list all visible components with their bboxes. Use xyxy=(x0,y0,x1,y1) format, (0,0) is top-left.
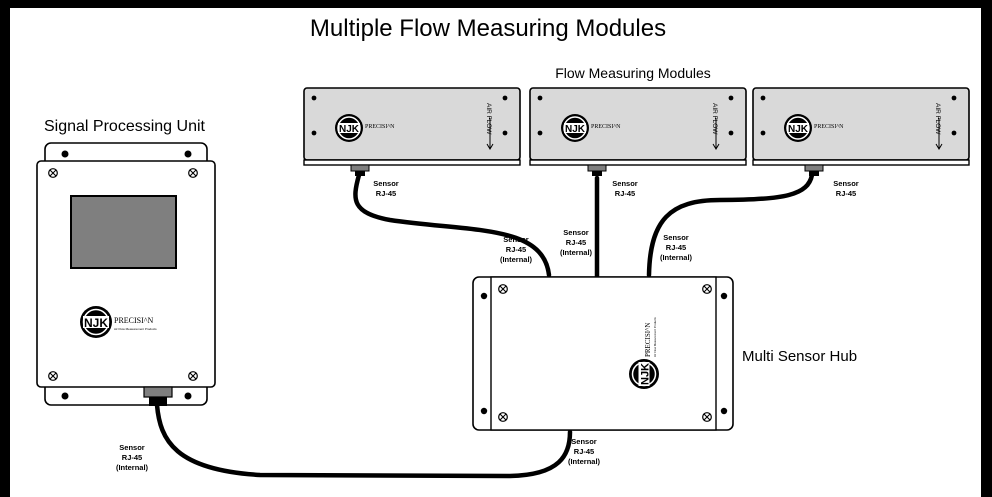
svg-text:RJ-45: RJ-45 xyxy=(574,447,594,456)
label-module-2: Sensor RJ-45 xyxy=(612,179,638,198)
label-hub-in-left: Sensor RJ-45 (Internal) xyxy=(500,235,533,264)
hub-brand-word: PRECISI^N xyxy=(644,323,652,357)
svg-text:RJ-45: RJ-45 xyxy=(836,189,856,198)
module-3-brand: PRECISI^N xyxy=(814,124,844,130)
multi-sensor-hub: NJK PRECISI^N Air Flow Measurement Produ… xyxy=(472,276,734,431)
svg-text:(Internal): (Internal) xyxy=(660,253,693,262)
svg-text:Sensor: Sensor xyxy=(612,179,638,188)
svg-text:NJK: NJK xyxy=(84,316,108,330)
module-3-logo: NJK xyxy=(784,114,812,142)
svg-text:Sensor: Sensor xyxy=(373,179,399,188)
svg-text:Sensor: Sensor xyxy=(503,235,529,244)
hub-label: Multi Sensor Hub xyxy=(742,348,857,365)
label-module-1: Sensor RJ-45 xyxy=(373,179,399,198)
svg-text:Sensor: Sensor xyxy=(563,228,589,237)
module-1-brand: PRECISI^N xyxy=(365,124,395,130)
svg-text:Sensor: Sensor xyxy=(571,437,597,446)
signal-unit-label: Signal Processing Unit xyxy=(44,118,206,135)
flow-module-3: NJK PRECISI^N AIR FLOW xyxy=(752,87,970,176)
display-screen xyxy=(70,195,177,269)
cable-module1-hub xyxy=(353,172,552,278)
spu-brand-word: PRECISI^N xyxy=(114,316,154,325)
flow-module-2: NJK PRECISI^N AIR FLOW xyxy=(529,87,747,176)
spu-brand-tagline: Air Flow Measurement Products xyxy=(114,327,157,331)
svg-text:Sensor: Sensor xyxy=(663,233,689,242)
hub-logo: NJK xyxy=(629,359,659,389)
module-2-logo: NJK xyxy=(561,114,589,142)
svg-text:RJ-45: RJ-45 xyxy=(615,189,635,198)
spu-logo: NJK xyxy=(80,306,112,338)
cable-module3-hub xyxy=(646,172,815,278)
label-hub-out: Sensor RJ-45 (Internal) xyxy=(568,437,601,466)
module-2-airflow: AIR FLOW xyxy=(711,103,718,135)
svg-text:NJK: NJK xyxy=(788,124,809,135)
svg-text:(Internal): (Internal) xyxy=(500,255,533,264)
signal-processing-unit: NJK PRECISI^N Air Flow Measurement Produ… xyxy=(36,142,216,406)
svg-text:Sensor: Sensor xyxy=(119,443,145,452)
module-1-airflow: AIR FLOW xyxy=(485,103,492,135)
svg-text:(Internal): (Internal) xyxy=(116,463,149,472)
svg-text:RJ-45: RJ-45 xyxy=(122,453,142,462)
svg-text:NJK: NJK xyxy=(565,124,586,135)
hub-brand-tagline: Air Flow Measurement Products xyxy=(653,317,657,357)
diagram-title: Multiple Flow Measuring Modules xyxy=(310,15,666,42)
label-spu-out: Sensor RJ-45 (Internal) xyxy=(116,443,149,472)
label-hub-in-mid: Sensor RJ-45 (Internal) xyxy=(560,228,593,257)
svg-text:RJ-45: RJ-45 xyxy=(566,238,586,247)
cable-spu-hub xyxy=(154,402,573,479)
svg-text:(Internal): (Internal) xyxy=(560,248,593,257)
svg-text:RJ-45: RJ-45 xyxy=(506,245,526,254)
svg-text:RJ-45: RJ-45 xyxy=(666,243,686,252)
module-2-brand: PRECISI^N xyxy=(591,124,621,130)
svg-text:RJ-45: RJ-45 xyxy=(376,189,396,198)
label-module-3: Sensor RJ-45 xyxy=(833,179,859,198)
module-1-logo: NJK xyxy=(335,114,363,142)
svg-text:(Internal): (Internal) xyxy=(568,457,601,466)
flow-modules-label: Flow Measuring Modules xyxy=(555,65,711,81)
spu-connector xyxy=(143,386,173,398)
cables xyxy=(154,172,815,479)
label-hub-in-right: Sensor RJ-45 (Internal) xyxy=(660,233,693,262)
svg-text:Sensor: Sensor xyxy=(833,179,859,188)
flow-module-1: NJK PRECISI^N AIR FLOW xyxy=(303,87,521,176)
svg-text:NJK: NJK xyxy=(339,124,360,135)
module-3-airflow: AIR FLOW xyxy=(934,103,941,135)
svg-text:NJK: NJK xyxy=(640,363,652,385)
